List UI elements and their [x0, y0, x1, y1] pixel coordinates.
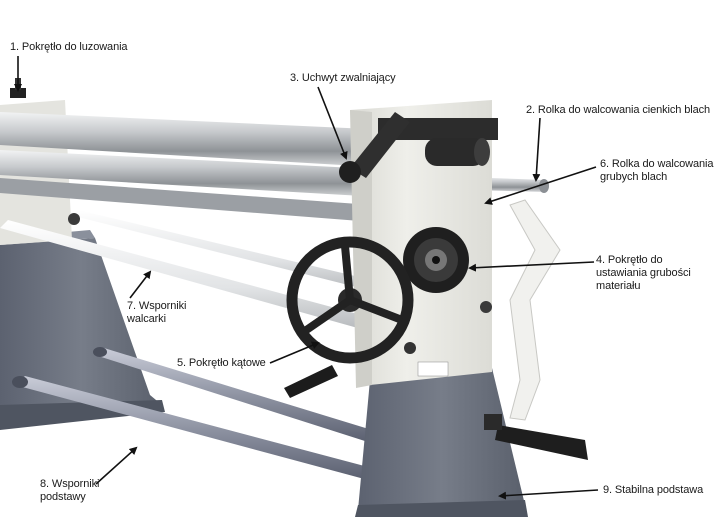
- label-angle-handwheel-text: 5. Pokrętło kątowe: [177, 357, 266, 369]
- arrow-4: [468, 261, 595, 272]
- arrow-2: [532, 117, 541, 182]
- label-base-supports-line1: 8. Wsporniki: [40, 478, 100, 490]
- arrow-6: [484, 166, 597, 205]
- label-stable-base: 9. Stabilna podstawa: [603, 484, 703, 497]
- label-machine-supports-line1: 7. Wsporniki: [127, 300, 187, 312]
- label-release-handle-text: 3. Uchwyt zwalniający: [290, 72, 396, 84]
- leader-lines: [14, 56, 599, 500]
- arrow-8: [95, 446, 138, 485]
- label-thin-sheet-roller-text: 2. Rolka do walcowania cienkich blach: [526, 104, 711, 116]
- label-stable-base-text: 9. Stabilna podstawa: [603, 484, 704, 496]
- label-release-knob-text: 1. Pokrętło do luzowania: [10, 41, 128, 53]
- arrow-5: [269, 341, 320, 364]
- right-stand: [355, 368, 528, 517]
- label-thick-sheet-roller: 6. Rolka do walcowania grubych blach: [600, 158, 713, 184]
- base-support-rods: [12, 347, 372, 480]
- label-thickness-knob-line3: materiału: [596, 280, 641, 292]
- label-thickness-knob: 4. Pokrętło do ustawiania grubości mater…: [596, 254, 691, 293]
- label-angle-handwheel: 5. Pokrętło kątowe: [177, 357, 266, 370]
- label-machine-supports-line2: walcarki: [127, 313, 166, 325]
- arrow-7: [129, 270, 152, 299]
- label-release-handle: 3. Uchwyt zwalniający: [290, 72, 396, 85]
- label-thick-sheet-roller-line2: grubych blach: [600, 171, 668, 183]
- rollers: [0, 112, 549, 222]
- angle-handwheel: [284, 236, 416, 398]
- arrow-9: [498, 489, 599, 500]
- label-release-knob: 1. Pokrętło do luzowania: [10, 41, 128, 54]
- label-thickness-knob-line1: 4. Pokrętło do: [596, 254, 663, 266]
- label-thick-sheet-roller-line1: 6. Rolka do walcowania: [600, 158, 714, 170]
- label-machine-supports: 7. Wsporniki walcarki: [127, 300, 186, 326]
- release-handle: [339, 112, 490, 183]
- label-thickness-knob-line2: ustawiania grubości: [596, 267, 691, 279]
- thickness-knob: [403, 227, 469, 293]
- label-base-supports: 8. Wsporniki podstawy: [40, 478, 99, 504]
- label-thin-sheet-roller: 2. Rolka do walcowania cienkich blach: [526, 104, 710, 117]
- arrow-3: [317, 86, 348, 160]
- label-base-supports-line2: podstawy: [40, 491, 86, 503]
- crank-handle: [484, 199, 588, 460]
